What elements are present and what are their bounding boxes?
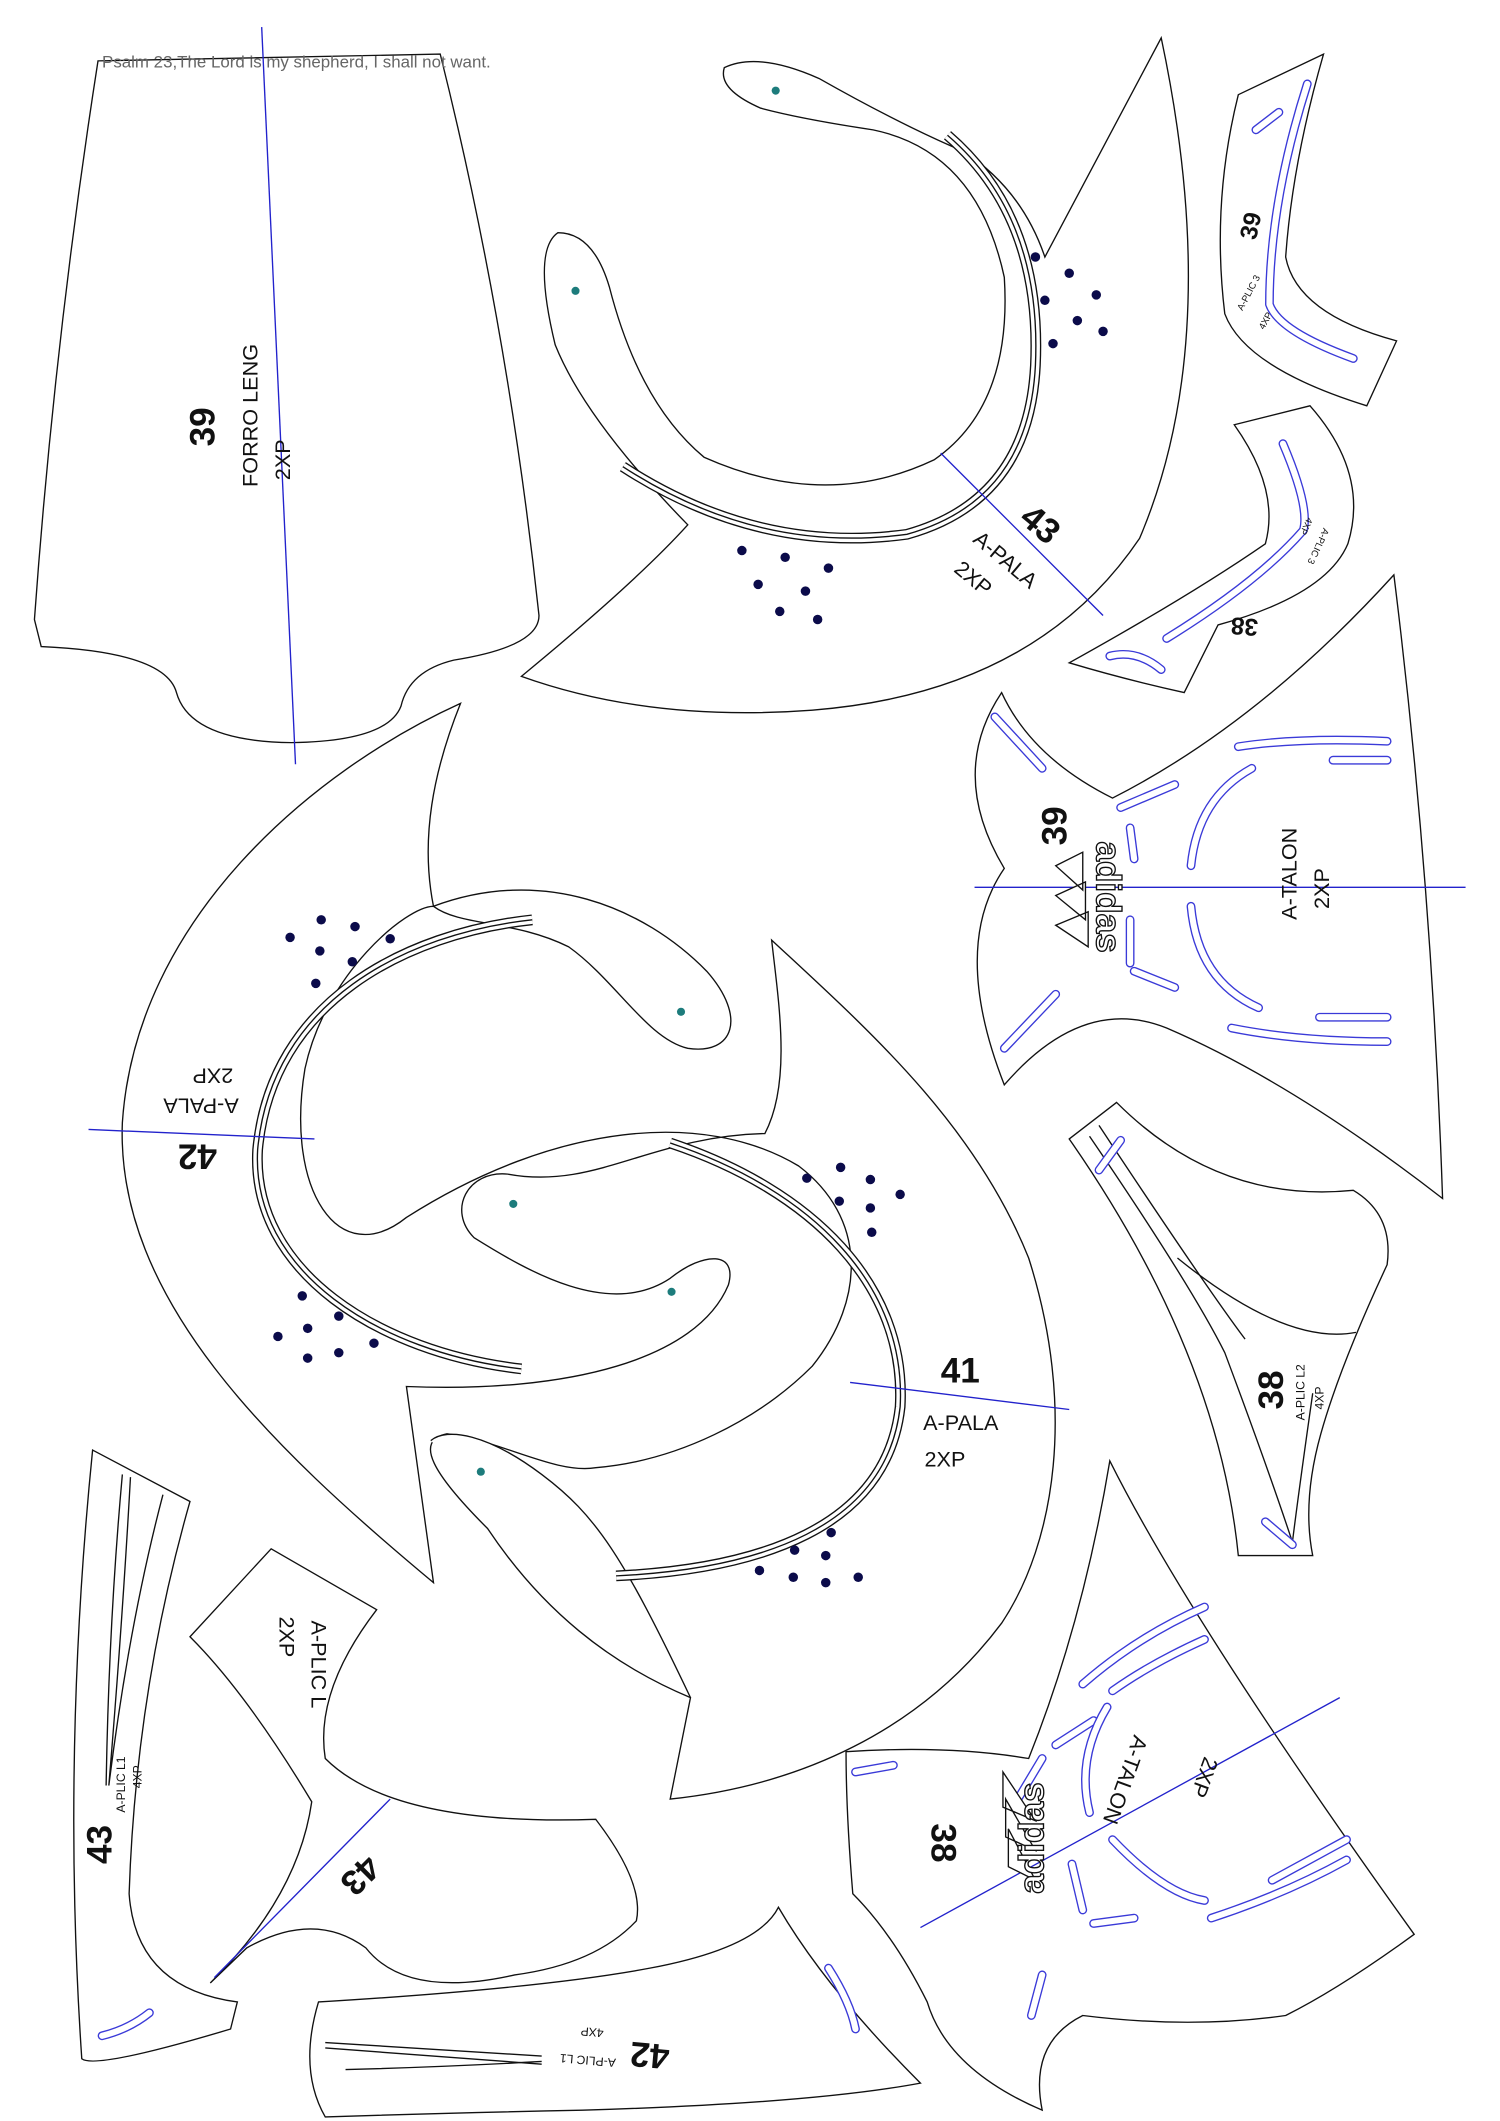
grainline [850,1381,1070,1411]
sheet-caption: Psalm 23,The Lord is my shepherd, I shal… [102,53,491,72]
grainline [920,1697,1341,1929]
piece-name: A-TALON [1276,828,1301,920]
piece-qty: 4XP [1313,1387,1327,1410]
piece-size: 41 [941,1351,980,1390]
grainline [88,1128,315,1140]
piece-a-plic3-38: 38 A-PLIC 3 4XP [1067,405,1355,694]
punch-holes [273,915,905,1588]
piece-name: A-PLIC L2 [1294,1364,1308,1420]
grainline [261,27,297,765]
piece-size: 39 [1235,210,1267,242]
stitch-channel [252,914,906,1582]
piece-size: 42 [178,1136,217,1175]
piece-name: A-PLIC L [307,1621,332,1709]
piece-size: 42 [629,2034,671,2076]
svg-text:adidas: adidas [1013,1782,1052,1893]
piece-name: A-PLIC L1 [559,2051,616,2070]
adidas-logo: adidas [1054,841,1128,953]
piece-qty: 2XP [192,1064,233,1089]
piece-a-plicl1-42: 42 A-PLIC L1 4XP [309,1905,922,2118]
stitch-slots [851,1602,1351,2020]
piece-name: A-PLIC L1 [114,1756,128,1812]
piece-qty: 4XP [580,2024,604,2040]
piece-a-plicl-43: A-PLIC L 2XP 43 [189,1547,639,1984]
piece-qty: 4XP [130,1765,144,1788]
grainline [213,1798,391,1979]
piece-a-pala-43: 43 A-PALA 2XP [520,35,1190,714]
punch-holes [737,252,1108,625]
piece-name: A-PALA [923,1410,999,1435]
piece-a-talon-38: adidas 38 A-TALON 2XP [845,1458,1416,2112]
piece-size: 39 [1036,806,1075,845]
svg-text:adidas: adidas [1088,841,1127,952]
piece-qty: 2XP [924,1446,965,1471]
piece-a-pala-42-41: 42 A-PALA 2XP 41 A-PALA 2XP [88,702,1070,1800]
piece-name: A-PALA [163,1093,239,1118]
piece-qty: 2XP [270,439,295,480]
piece-a-talon-39: adidas 39 A-TALON 2XP [974,573,1466,1200]
piece-a-plic3-39: 39 A-PLIC 3 4XP [1219,52,1398,407]
stitch-slots [990,712,1392,1053]
stitch-channel [619,131,1042,544]
piece-qty: 2XP [1309,868,1334,909]
adidas-logo: adidas [1002,1769,1052,1894]
piece-forro-leng-39: Psalm 23,The Lord is my shepherd, I shal… [33,27,540,765]
piece-size: 38 [923,1823,962,1862]
piece-qty: 2XP [274,1616,299,1657]
piece-size: 43 [81,1825,120,1864]
piece-size: 39 [183,407,222,446]
piece-a-plicl1-43: 43 A-PLIC L1 4XP [73,1449,239,2062]
grainline [940,452,1104,616]
piece-a-plicl2-38: 38 A-PLIC L2 4XP [1068,1101,1389,1557]
piece-size: 38 [1230,611,1259,640]
piece-size: 38 [1252,1370,1291,1409]
piece-name: FORRO LENG [238,344,263,487]
